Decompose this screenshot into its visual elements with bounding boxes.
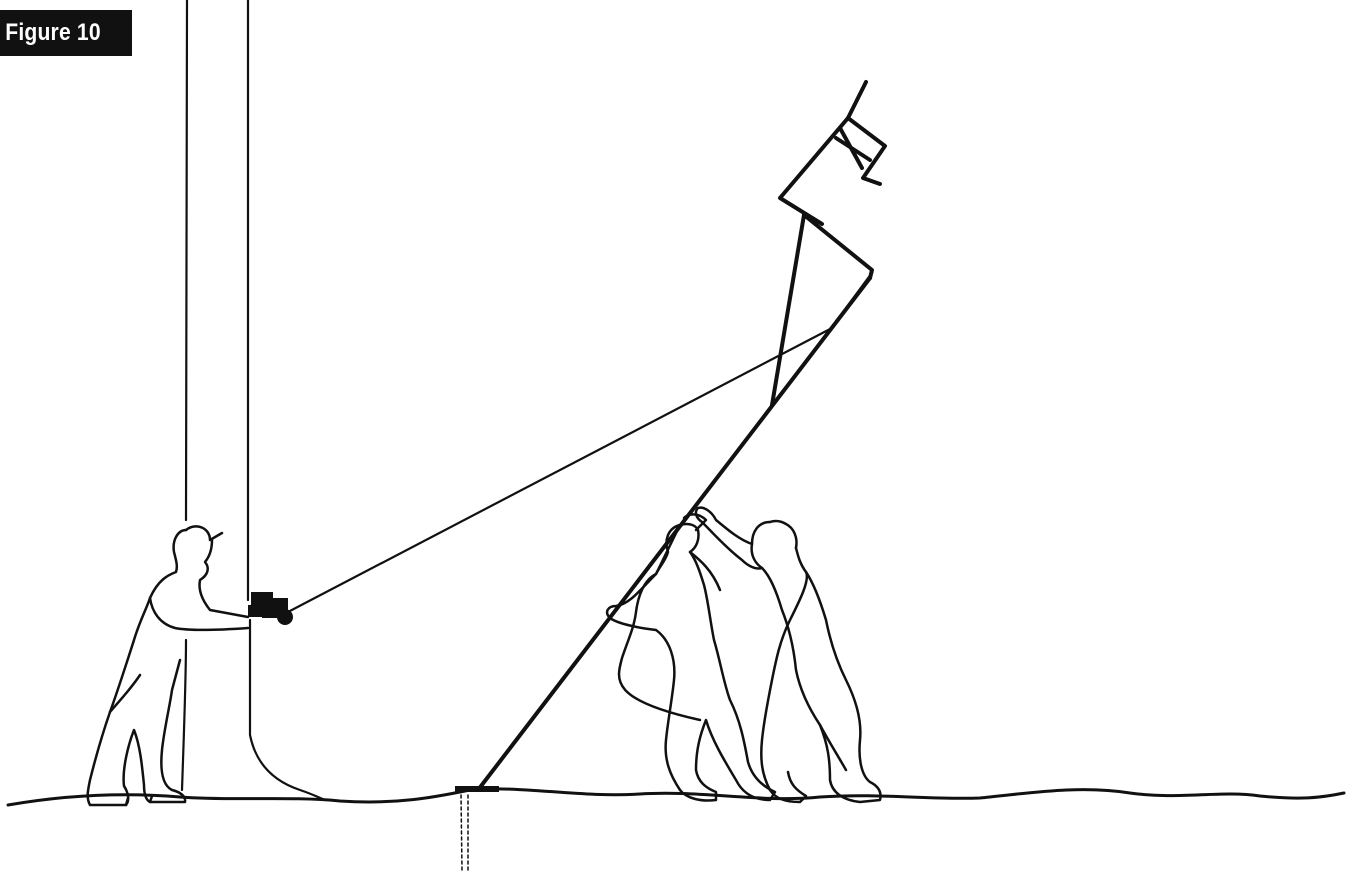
base-plate — [455, 786, 499, 792]
tower-section — [476, 213, 874, 792]
winch — [248, 592, 293, 625]
top-bracket — [778, 80, 887, 226]
ground-line — [6, 787, 1346, 807]
worker-front-pusher — [605, 513, 777, 802]
anchor-stake — [460, 794, 469, 871]
worker-winch-operator — [86, 525, 250, 807]
figure-label: Figure 10 — [0, 10, 132, 56]
existing-pole — [180, 0, 327, 802]
winch-cable — [286, 326, 834, 614]
worker-back-pusher — [694, 506, 882, 804]
